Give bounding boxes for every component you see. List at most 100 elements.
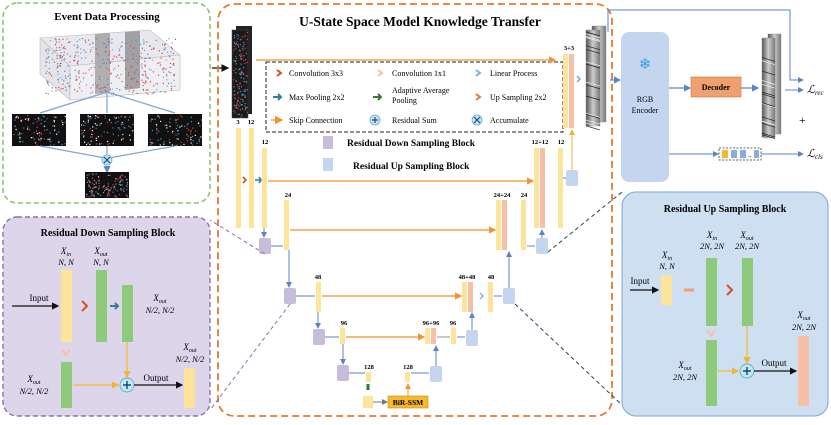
down-input-map	[61, 270, 72, 342]
up-conv1x1-symbol	[706, 329, 716, 338]
slice-line-3	[106, 91, 176, 114]
legend-ressum: Residual Sum	[369, 114, 437, 126]
linear-symbol-top	[576, 75, 582, 83]
res-down-block-l5	[337, 365, 349, 381]
channel-label-12-12: 12+12	[532, 139, 549, 146]
res-up-key-label: Residual Up Sampling Block	[353, 162, 470, 172]
channel-label-24a: 24	[285, 192, 292, 199]
res-up-key-swatch	[323, 158, 333, 171]
feature-map-96-96a	[425, 328, 430, 344]
feature-map-48-48b	[468, 282, 473, 312]
feature-map-128b	[405, 372, 410, 382]
event-processing-panel: Event Data Processing	[2, 2, 211, 204]
loss-cls-label: ℒcls	[807, 148, 823, 161]
res-up-block-l5	[430, 366, 442, 382]
res-down-detail-panel: Residual Down Sampling Block Xin N, N Xo…	[2, 216, 211, 417]
feature-map-24a	[284, 200, 289, 250]
feature-map-12-12a	[534, 148, 539, 228]
res-up-block-l4	[466, 330, 478, 346]
up-conv-map	[742, 258, 753, 326]
max-pooling-icon	[273, 93, 283, 101]
decoder-label: Decoder	[702, 83, 731, 92]
unet-structure: 3 12 12 24 48 96 128	[236, 45, 582, 409]
channel-label-3: 3	[236, 119, 240, 126]
down-x-in-label: Xin	[60, 246, 71, 258]
down-input-label: Input	[30, 293, 49, 303]
legend-maxpool-label: Max Pooling 2x2	[289, 93, 345, 102]
legend-upsample-label: Up Sampling 2x2	[490, 93, 546, 102]
token-ellipsis: ..	[748, 151, 752, 159]
legend-conv3x3: Convolution 3x3	[276, 69, 343, 78]
feature-map-24-24a	[496, 200, 501, 250]
legend-avgpool-label-2: Pooling	[392, 96, 417, 105]
down-x-out2-dim: N/2, N/2	[145, 305, 176, 315]
up-residual-sum-icon	[739, 363, 755, 379]
feature-map-96a	[340, 328, 345, 344]
up-x-in2-dim: 2N, 2N	[700, 241, 725, 251]
event-slice-3	[148, 114, 202, 146]
feature-vector-tokens: ..	[718, 147, 762, 161]
res-down-block-l3	[284, 288, 296, 304]
feature-map-24b	[521, 200, 526, 250]
channel-label-24b: 24	[521, 192, 528, 199]
up-sampling-icon	[475, 93, 482, 101]
down-output-map	[184, 368, 195, 408]
channel-label-48a: 48	[315, 274, 322, 281]
loss-rec-line-top	[607, 9, 804, 83]
encoder-label-1: RGB	[637, 95, 653, 104]
reconstructed-image-stack	[585, 25, 607, 131]
feature-map-96-96b	[431, 328, 436, 344]
down-conv-map	[96, 270, 107, 342]
down-output-label: Output	[143, 373, 169, 383]
channel-label-96-96: 96+96	[423, 320, 440, 327]
res-down-key-label: Residual Down Sampling Block	[347, 139, 476, 149]
up-x-in1-dim: N, N	[658, 261, 676, 271]
feature-map-128a	[366, 372, 371, 382]
loss-rec-label: ℒrec	[807, 84, 825, 97]
down-x-out4-label: Xout	[182, 342, 197, 354]
up-x-in2-label: Xin	[706, 230, 717, 242]
channel-label-12a: 12	[248, 119, 255, 126]
up-shortcut-map	[706, 340, 717, 406]
down-conv-symbol	[81, 300, 89, 312]
legend-linear: Linear Process	[475, 69, 537, 78]
legend-linear-label: Linear Process	[490, 69, 537, 78]
channel-label-128a: 128	[364, 364, 375, 371]
legend-ressum-label: Residual Sum	[392, 116, 437, 125]
feature-map-3	[236, 128, 241, 228]
feature-map-24-24b	[502, 200, 507, 250]
main-panel: U-State Space Model Knowledge Transfer	[217, 3, 613, 417]
feature-map-12c	[558, 148, 563, 228]
conv1x1-icon	[377, 69, 384, 77]
up-x-out3-dim: 2N, 2N	[792, 322, 817, 332]
up-detail-connector-bottom	[514, 303, 623, 406]
up-x-out1-dim: 2N, 2N	[735, 241, 760, 251]
up-conv-symbol	[726, 284, 734, 296]
up-input-map	[661, 275, 672, 305]
down-conv1x1-symbol	[61, 349, 71, 357]
down-x-out1-dim: N, N	[92, 257, 110, 267]
channel-label-96a: 96	[341, 320, 348, 327]
feature-map-12a	[249, 128, 254, 228]
res-down-block-l4	[313, 329, 325, 345]
down-maxpool-symbol	[110, 302, 120, 310]
feature-map-3-3a	[563, 54, 568, 128]
down-detail-connector-bottom	[209, 303, 291, 411]
legend-avgpool: Adaptive Average Pooling	[373, 86, 450, 105]
down-x-out4-dim: N/2, N/2	[175, 354, 206, 364]
accumulate-icon	[101, 154, 113, 166]
channel-label-96b: 96	[450, 320, 457, 327]
birssm-label: BiR-SSM	[393, 398, 423, 407]
legend-avgpool-label-1: Adaptive Average	[392, 86, 450, 95]
res-up-block-l2	[536, 238, 548, 254]
main-panel-border	[217, 3, 613, 417]
legend-conv1x1-label: Convolution 1x1	[392, 69, 446, 78]
down-x-in-dim: N, N	[57, 257, 75, 267]
channel-label-3-3: 3+3	[564, 45, 575, 52]
channel-label-12b: 12	[262, 139, 269, 146]
conv3x3-icon	[276, 69, 283, 77]
res-up-detail-panel: Residual Up Sampling Block Xin N, N Xin …	[621, 191, 829, 417]
down-x-out2-label: Xout	[152, 293, 167, 305]
down-x-out3-dim: N/2, N/2	[19, 386, 50, 396]
loss-plus-sign: +	[799, 113, 806, 127]
